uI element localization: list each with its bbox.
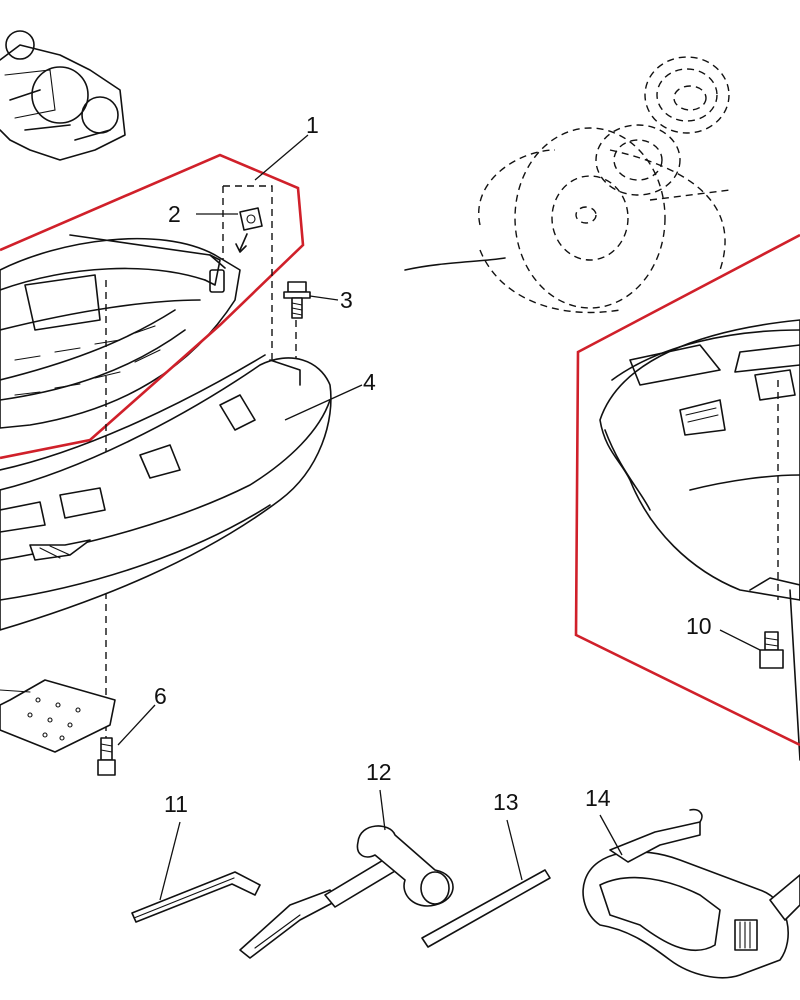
leader-6 xyxy=(117,704,156,746)
callout-6: 6 xyxy=(154,683,167,709)
callout-2: 2 xyxy=(168,201,181,227)
leader-14 xyxy=(599,814,623,856)
bolt-6 xyxy=(97,737,116,776)
upper-guard-outline xyxy=(0,153,305,460)
leader-4 xyxy=(284,384,363,421)
right-guard-outline xyxy=(574,233,800,747)
leader-3 xyxy=(309,295,339,301)
engine-fragment xyxy=(0,30,126,161)
bolt-3 xyxy=(283,281,311,319)
blade-discs xyxy=(404,56,731,314)
callout-1: 1 xyxy=(306,112,319,138)
callout-4: 4 xyxy=(363,369,376,395)
callout-3: 3 xyxy=(340,287,353,313)
right-guard xyxy=(599,319,800,761)
rod xyxy=(421,869,551,948)
leader-12 xyxy=(379,789,386,831)
bolt-10 xyxy=(759,631,784,669)
hex-key xyxy=(131,871,261,923)
leader-10 xyxy=(719,629,761,651)
callout-10: 10 xyxy=(686,613,712,639)
callout-11: 11 xyxy=(164,791,188,817)
plug-wrench xyxy=(239,825,454,959)
lower-guard xyxy=(0,354,332,631)
mounting-plate xyxy=(0,679,116,753)
leader-1 xyxy=(254,134,309,181)
nut xyxy=(235,207,263,253)
safety-goggles xyxy=(582,808,800,979)
callout-12: 12 xyxy=(366,759,392,785)
callout-13: 13 xyxy=(493,789,519,815)
callout-14: 14 xyxy=(585,785,611,811)
leader-13 xyxy=(506,819,523,881)
leader-11 xyxy=(159,821,181,901)
upper-guard xyxy=(0,234,241,429)
assembly-line-a xyxy=(223,185,273,372)
